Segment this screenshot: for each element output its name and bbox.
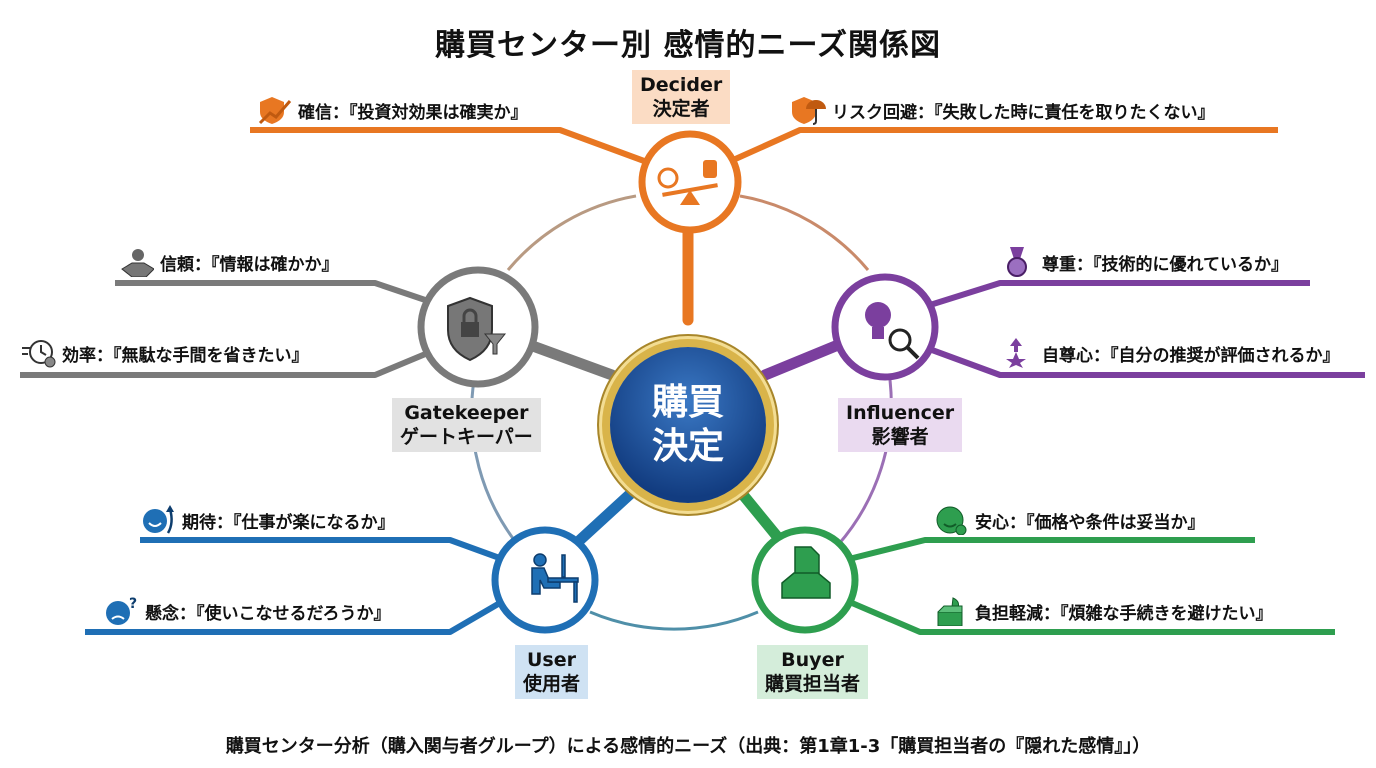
need-text: 信頼：『情報は確かか』: [160, 254, 339, 275]
role-en: Gatekeeper: [404, 402, 529, 424]
shield-growth-icon: [258, 97, 292, 125]
handshake-icon: [121, 249, 154, 277]
decider-node: [638, 130, 742, 234]
need-reassurance: 安心：『価格や条件は妥当か』: [935, 505, 1205, 535]
need-text: 期待：『仕事が楽になるか』: [182, 512, 395, 533]
diagram-title: 購買センター別 感情的ニーズ関係図: [435, 28, 941, 63]
buyer-node: [751, 526, 859, 634]
need-text: 負担軽減：『煩雑な手続きを避けたい』: [975, 603, 1273, 624]
svg-text:?: ?: [129, 596, 137, 612]
person-at-desk-icon: [531, 553, 579, 603]
branch-line: [250, 127, 657, 168]
branch-line: [20, 347, 437, 378]
branch-line: [140, 537, 507, 563]
influencer-node: [831, 273, 939, 381]
need-trust: 信頼：『情報は確かか』: [120, 247, 339, 277]
need-self-esteem: 自尊心：『自分の推奨が評価されるか』: [1002, 338, 1340, 368]
need-text: リスク回避：『失敗した時に責任を取りたくない』: [832, 102, 1215, 123]
spokes: [524, 224, 844, 546]
clock-gear-icon: [22, 340, 56, 368]
role-ja: 使用者: [523, 673, 581, 695]
branch-line: [85, 597, 507, 635]
need-text: 安心：『価格や条件は妥当か』: [975, 512, 1205, 533]
role-en: Decider: [640, 74, 723, 96]
need-text: 懸念：『使いこなせるだろうか』: [145, 603, 391, 624]
need-text: 効率：『無駄な手間を省きたい』: [62, 345, 309, 366]
branch-line: [844, 537, 1255, 563]
need-burden-reduction: 負担軽減：『煩雑な手続きを避けたい』: [935, 596, 1273, 626]
purchase-decision-hub: 購買 決定: [610, 347, 766, 503]
role-en: Buyer: [781, 649, 844, 671]
need-efficiency: 効率：『無駄な手間を省きたい』: [22, 338, 309, 368]
scale-thumbs-up-icon: [657, 160, 718, 205]
user-node: [491, 526, 599, 634]
worried-face-icon: ?: [106, 596, 137, 625]
shield-umbrella-icon: [792, 97, 826, 125]
need-text: 自尊心：『自分の推奨が評価されるか』: [1042, 345, 1340, 366]
role-ja: 購買担当者: [765, 673, 861, 695]
need-expectation: 期待：『仕事が楽になるか』: [142, 505, 395, 535]
smile-arrow-icon: [143, 505, 174, 534]
need-text: 尊重：『技術的に優れているか』: [1042, 254, 1288, 275]
branch-line: [929, 280, 1310, 308]
box-feather-icon: [937, 597, 963, 626]
relieved-face-icon: [936, 506, 967, 535]
star-arrow-icon: [1006, 338, 1026, 368]
medal-icon: [1007, 247, 1027, 277]
hub-line-1: 購買: [651, 382, 724, 423]
role-ja: 影響者: [871, 426, 929, 448]
invoice-handshake-icon: [781, 546, 831, 599]
source-caption: 購買センター分析（購入関与者グループ）による感情的ニーズ（出典：第1章1-3「購…: [225, 736, 1151, 757]
need-text: 確信：『投資対効果は確実か』: [298, 102, 528, 123]
role-ja: ゲートキーパー: [400, 426, 533, 448]
role-en: User: [527, 649, 576, 671]
gatekeeper-node: [417, 266, 539, 388]
role-en: Influencer: [846, 402, 955, 424]
need-risk-avoidance: リスク回避：『失敗した時に責任を取りたくない』: [792, 95, 1215, 125]
shield-lock-filter-icon: [447, 296, 507, 362]
branch-line: [843, 597, 1335, 635]
need-respect: 尊重：『技術的に優れているか』: [1002, 247, 1288, 277]
branch-line: [930, 347, 1365, 378]
lightbulb-magnifier-icon: [865, 302, 920, 360]
role-ja: 決定者: [652, 98, 710, 120]
need-conviction: 確信：『投資対効果は確実か』: [258, 95, 528, 125]
need-concern: ? 懸念：『使いこなせるだろうか』: [105, 596, 390, 626]
hub-line-2: 決定: [651, 426, 724, 467]
branch-line: [720, 127, 1278, 168]
branch-line: [115, 280, 441, 308]
